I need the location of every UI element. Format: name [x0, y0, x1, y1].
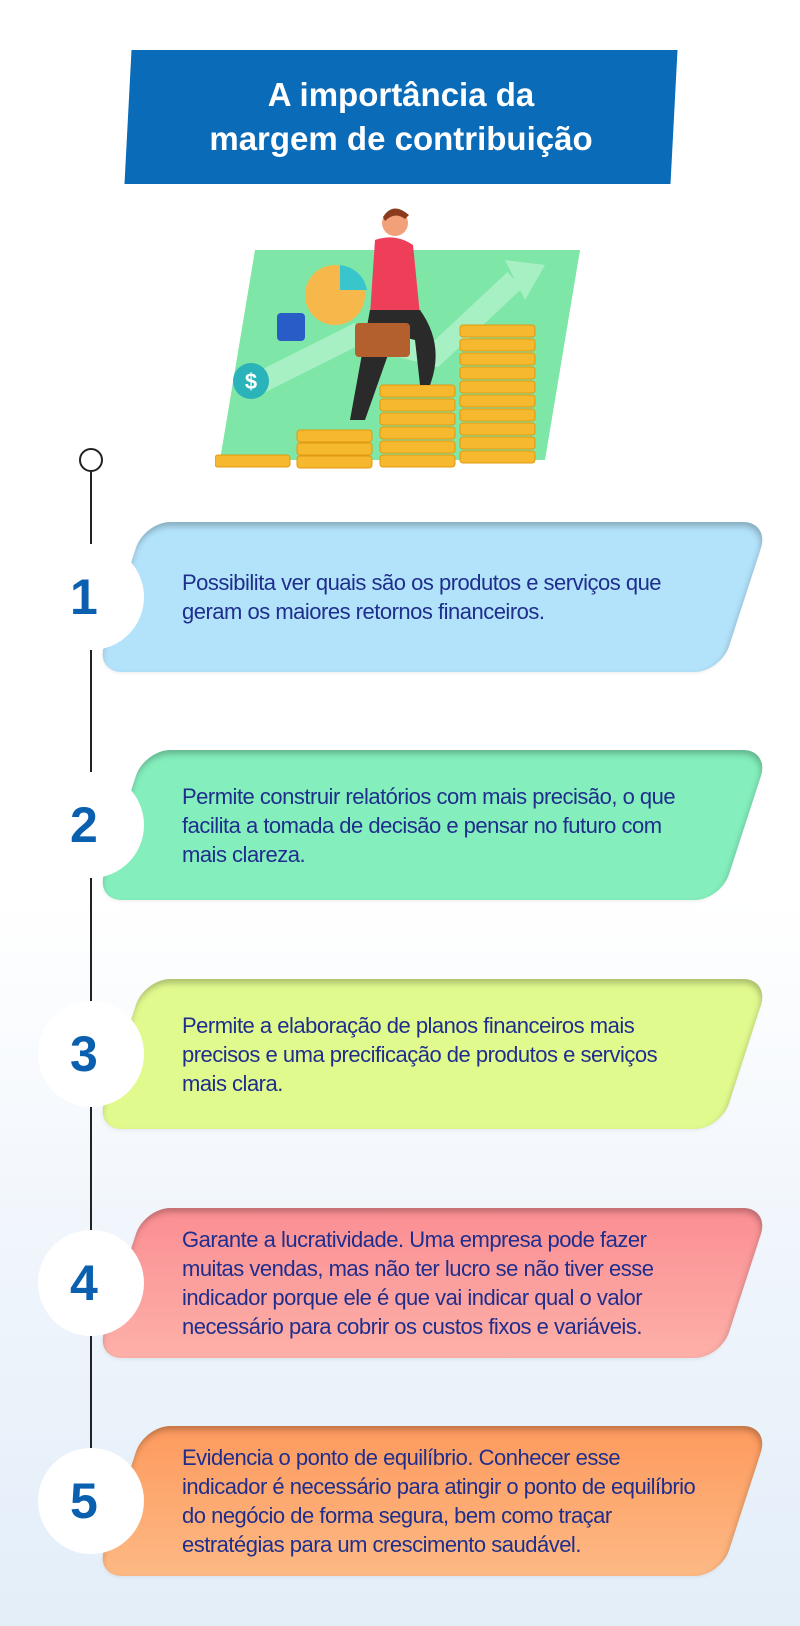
briefcase-icon [355, 323, 410, 357]
timeline-start-dot [79, 448, 103, 472]
number-badge [38, 544, 144, 650]
number-badge [38, 1001, 144, 1107]
list-item-3: 3 Permite a elaboração de planos finance… [38, 979, 770, 1129]
item-number: 3 [70, 1026, 98, 1082]
item-number: 4 [70, 1255, 98, 1311]
list-item-2: 2 Permite construir relatórios com mais … [38, 750, 770, 900]
number-badge [38, 1230, 144, 1336]
list-item-5: 5 Evidencia o ponto de equilíbrio. Conhe… [38, 1426, 770, 1576]
businessman-climbing-coins-illustration: $ [215, 208, 580, 469]
arrow-head-icon [505, 260, 545, 300]
coin-stacks [215, 324, 536, 469]
item-text: Possibilita ver quais são os produtos e … [182, 570, 662, 624]
item-number: 2 [70, 797, 98, 853]
item-number: 1 [70, 569, 98, 625]
title-line-2: margem de contribuição [209, 120, 593, 157]
businessman-figure [350, 208, 436, 420]
page-title: A importância da margem de contribuição [128, 50, 674, 184]
item-text: Evidencia o ponto de equilíbrio. Conhece… [182, 1445, 696, 1557]
timeline-line [90, 470, 92, 1470]
item-text: Permite construir relatórios com mais pr… [182, 783, 676, 867]
title-banner: A importância da margem de contribuição [124, 50, 678, 184]
bar-chart-icon [277, 313, 305, 341]
title-line-1: A importância da [267, 76, 535, 113]
number-badge [38, 1448, 144, 1554]
list-item-4: 4 Garante a lucratividade. Uma empresa p… [38, 1208, 770, 1358]
number-badge [38, 772, 144, 878]
item-text: Garante a lucratividade. Uma empresa pod… [182, 1227, 654, 1339]
list-item-1: 1 Possibilita ver quais são os produtos … [38, 522, 770, 672]
dollar-symbol: $ [245, 369, 257, 394]
item-number: 5 [70, 1473, 98, 1529]
item-text: Permite a elaboração de planos financeir… [182, 1012, 658, 1096]
dollar-icon [233, 363, 269, 399]
